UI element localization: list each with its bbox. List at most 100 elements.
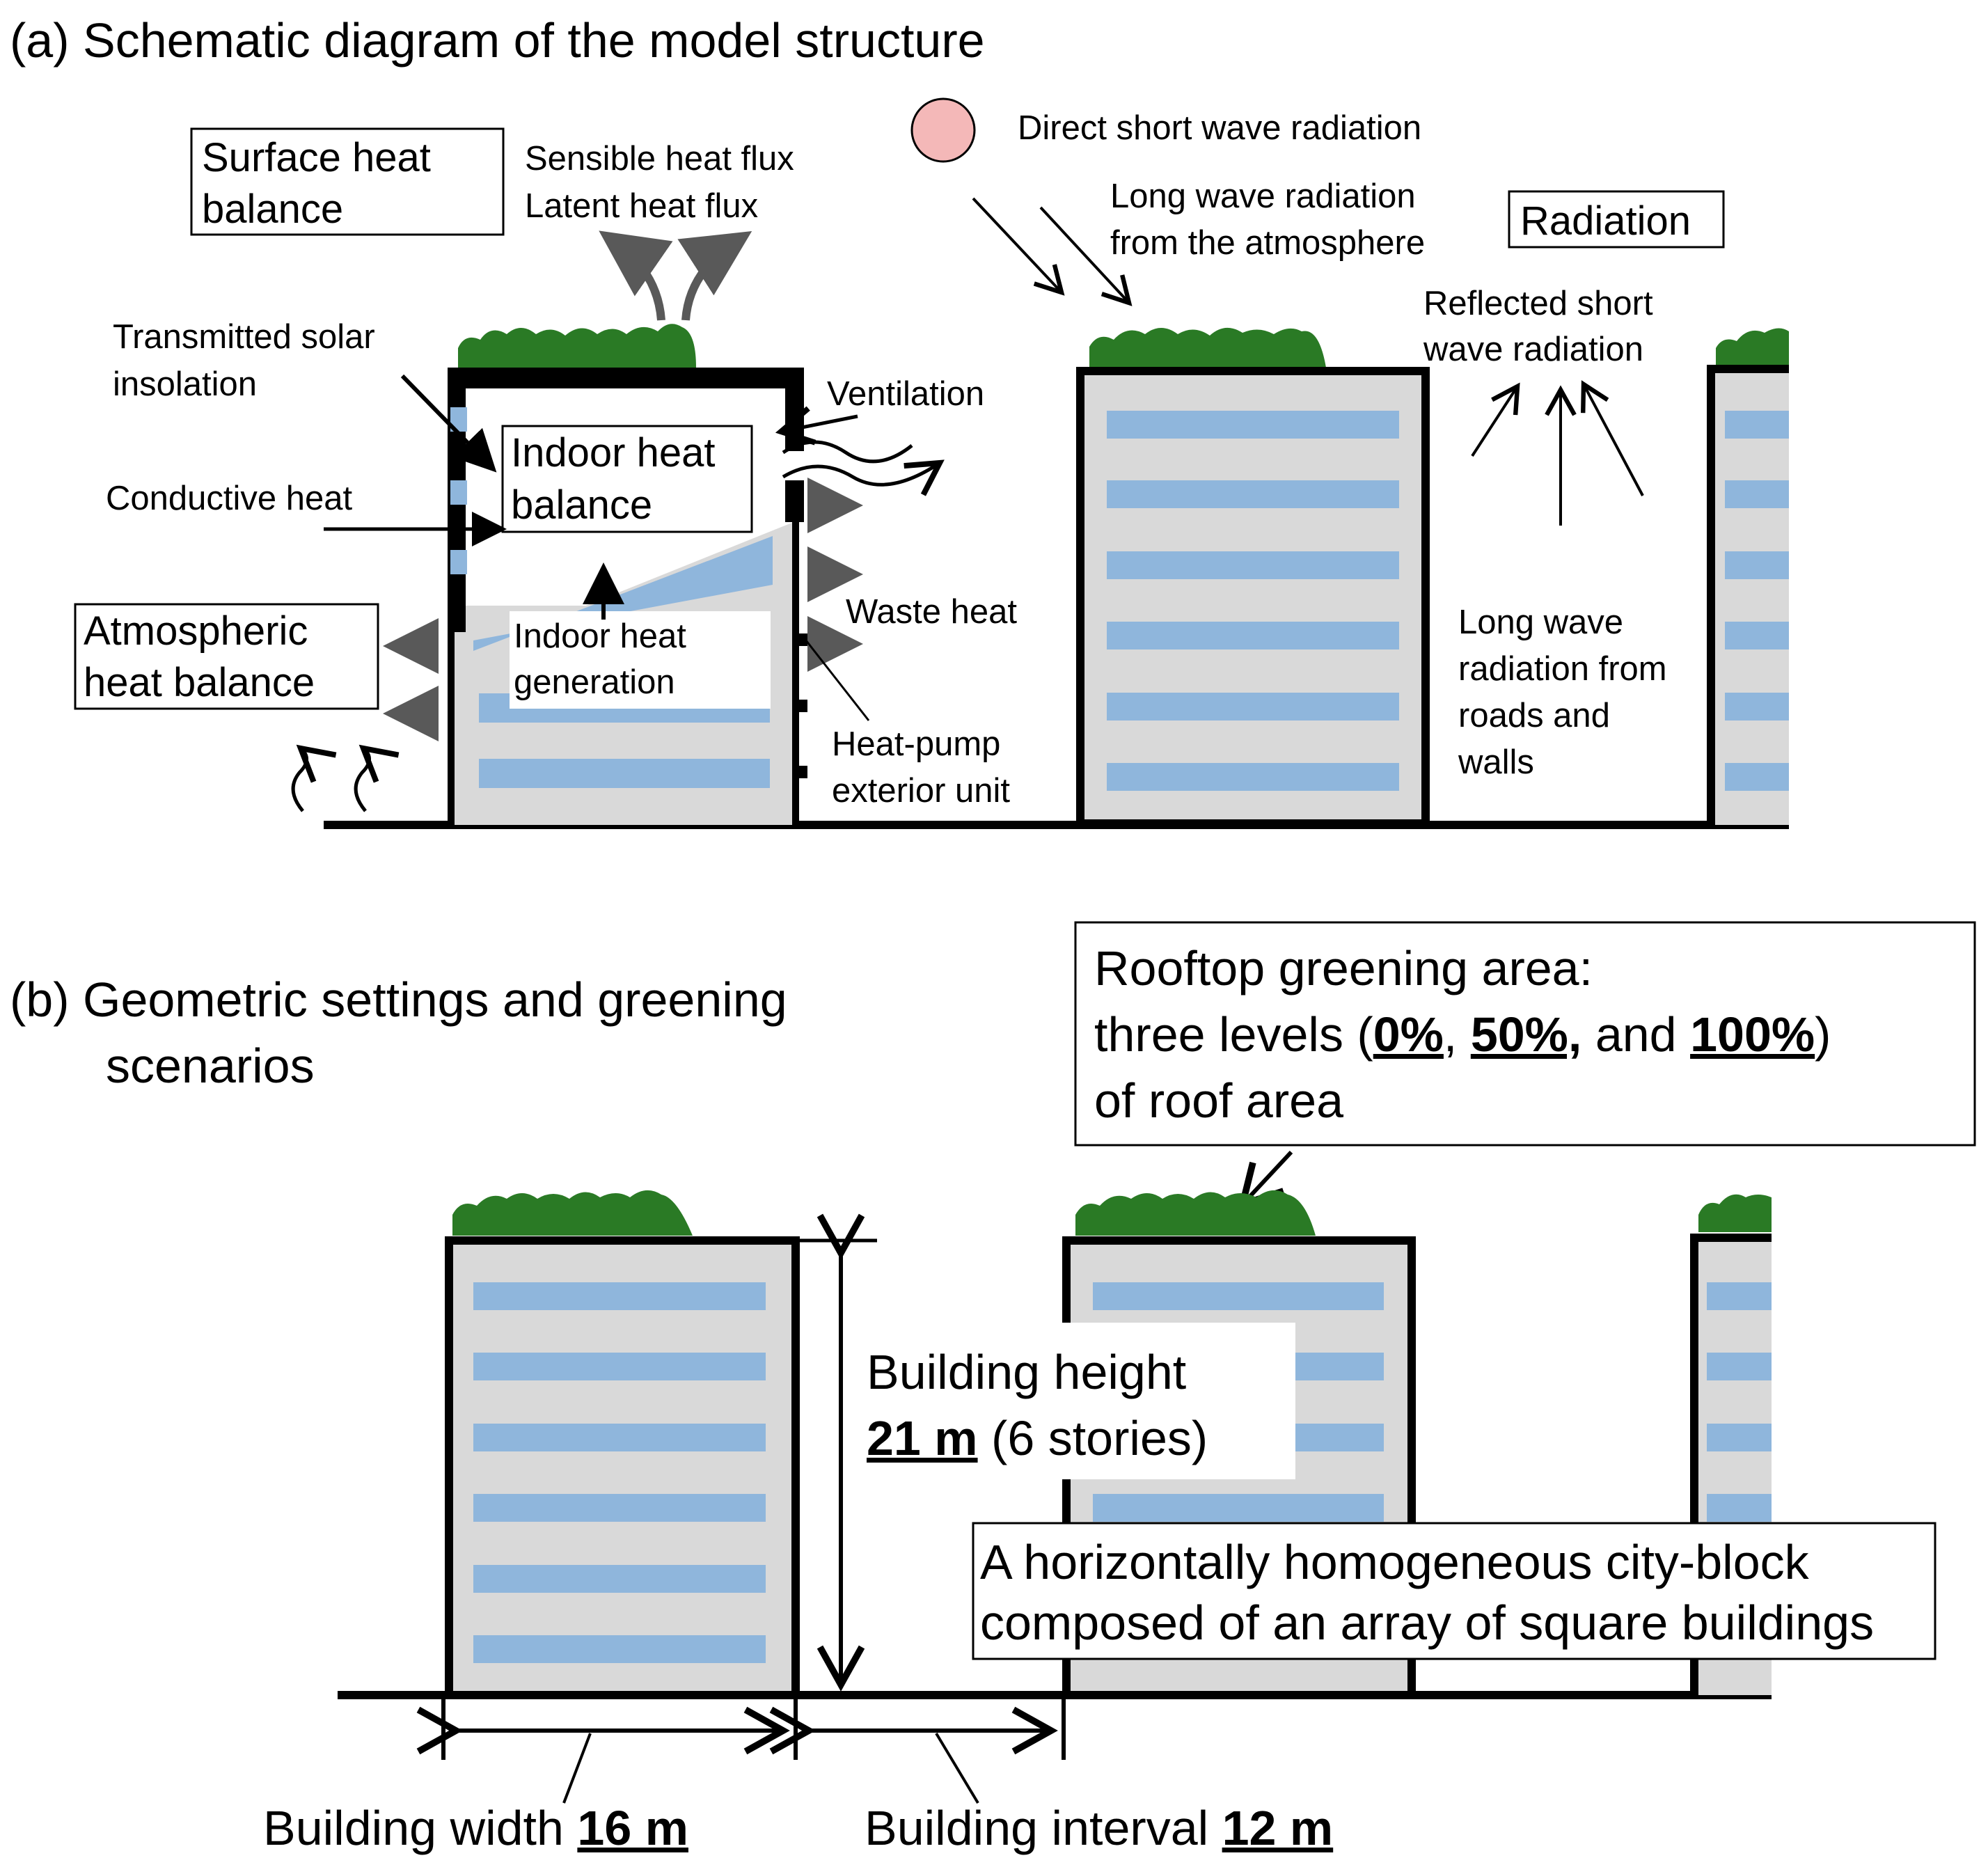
roof-slab: [448, 368, 804, 388]
window-band: [473, 1565, 766, 1593]
window-band: [473, 1635, 766, 1663]
heat-pump-label-line2: exterior unit: [832, 772, 1010, 810]
rooftop-greenery: [1075, 1190, 1316, 1236]
atmospheric-heat-balance-line2: heat balance: [84, 660, 315, 705]
right-wall-upper: [785, 368, 804, 451]
transmitted-solar-arrow: [400, 374, 497, 473]
building-2: [1076, 327, 1430, 828]
interval-leader: [935, 1732, 979, 1804]
height-label-bg: [858, 1323, 1295, 1479]
indoor-heat-balance-line2: balance: [511, 482, 652, 528]
window-band: [473, 1282, 766, 1310]
right-wall-mid: [785, 480, 804, 522]
city-block-line1: A horizontally homogeneous city-block: [980, 1535, 1810, 1589]
ventilation-out-arrow: [782, 459, 945, 496]
window-band: [1107, 480, 1399, 508]
rooftop-greenery: [1089, 327, 1326, 368]
heat-pump-unit: [799, 633, 807, 646]
building-b1-body: [445, 1236, 800, 1699]
long-wave-atm-label-line2: from the atmosphere: [1110, 224, 1425, 262]
city-block-box: [972, 1522, 1936, 1660]
long-wave-atm-arrow: [1039, 206, 1133, 306]
heat-pump-label-line1: Heat-pump: [832, 725, 1000, 763]
panel-b: (b) Geometric settings and greening scen…: [10, 921, 1976, 1855]
long-wave-roads-label-line4: walls: [1458, 743, 1534, 781]
left-wall-lower: [448, 632, 455, 825]
panel-b-title-line2: scenarios: [106, 1039, 315, 1093]
building-3: [1707, 328, 1789, 825]
window-band: [1707, 1494, 1772, 1522]
reflected-short-wave-label-line1: Reflected short: [1423, 285, 1653, 322]
window-band: [1725, 480, 1789, 508]
ventilation-label: Ventilation: [827, 375, 984, 413]
wall-window: [450, 550, 467, 574]
rooftop-greenery: [458, 324, 696, 368]
building-width-value: 16 m: [577, 1801, 688, 1855]
ventilation-in-arrow: [775, 406, 858, 446]
atmospheric-heat-balance-box: [74, 603, 379, 710]
reflected-arrow-left: [1471, 382, 1520, 457]
direct-short-wave-label: Direct short wave radiation: [1018, 109, 1421, 147]
window-band: [1725, 411, 1789, 439]
building-interval-label: Building interval 12 m: [865, 1801, 1333, 1855]
indoor-generation-label-line2: generation: [514, 663, 675, 701]
rooftop-greenery: [1716, 328, 1789, 368]
surface-heat-balance-box: [190, 127, 505, 236]
surface-heat-balance-line1: Surface heat: [202, 135, 431, 180]
rooftop-greening-line1: Rooftop greening area:: [1094, 941, 1593, 995]
building-2-body: [1076, 367, 1430, 828]
surface-heat-balance-line2: balance: [202, 187, 343, 232]
sun-icon: [910, 97, 976, 163]
panel-a: (a) Schematic diagram of the model struc…: [10, 13, 1789, 829]
window-band: [1107, 551, 1399, 579]
window-band: [1107, 693, 1399, 721]
window-band: [479, 759, 770, 788]
wall-window: [450, 480, 467, 505]
window-band: [1725, 551, 1789, 579]
direct-short-wave-arrow: [972, 197, 1065, 296]
greening-level-50: 50%,: [1471, 1007, 1582, 1062]
radiation-box: [1508, 190, 1725, 249]
window-band: [1725, 693, 1789, 721]
window-band: [473, 1424, 766, 1451]
building-b1: [445, 1190, 800, 1699]
window-band: [1107, 622, 1399, 649]
sensible-heat-flux-label: Sensible heat flux: [525, 140, 794, 178]
height-label-line2: 21 m (6 stories): [867, 1411, 1208, 1465]
rooftop-greening-line2: three levels (0%, 50%, and 100%): [1094, 1007, 1831, 1062]
long-wave-atm-label-line1: Long wave radiation: [1110, 178, 1416, 215]
greening-level-100: 100%: [1690, 1007, 1815, 1062]
panel-a-title: (a) Schematic diagram of the model struc…: [10, 13, 985, 68]
latent-heat-flux-label: Latent heat flux: [525, 187, 758, 225]
long-wave-roads-label-line3: roads and: [1458, 697, 1610, 734]
window-band: [1725, 622, 1789, 649]
greening-level-0: 0%: [1373, 1007, 1444, 1062]
indoor-generation-label-bg: [510, 611, 771, 709]
window-band: [1707, 1282, 1772, 1310]
long-wave-roads-label-line2: radiation from: [1458, 650, 1667, 688]
window-band: [1093, 1494, 1384, 1522]
city-block-line2: composed of an array of square buildings: [980, 1596, 1874, 1650]
rooftop-greening-box: [1074, 921, 1976, 1147]
heat-pump-unit: [799, 700, 807, 712]
ventilation-wave-1: [782, 440, 913, 464]
window-band: [1725, 763, 1789, 791]
indoor-generation-label-line1: Indoor heat: [514, 617, 686, 655]
sensible-flux-arrow: [599, 230, 673, 321]
window-band: [473, 1353, 766, 1380]
indoor-heat-balance-line1: Indoor heat: [511, 430, 715, 475]
radiation-label: Radiation: [1520, 198, 1691, 244]
indoor-heat-balance-box: [501, 425, 753, 533]
heat-pump-unit: [799, 766, 807, 778]
long-wave-roads-label-line1: Long wave: [1458, 604, 1623, 641]
window-band: [1707, 1353, 1772, 1380]
building-cutaway: [448, 324, 807, 825]
window-band: [1093, 1282, 1384, 1310]
atmospheric-heat-balance-line1: Atmospheric: [84, 608, 308, 654]
transmitted-solar-label-line1: Transmitted solar: [113, 318, 375, 356]
rooftop-greenery: [452, 1190, 693, 1236]
ground-heat-wiggle: [354, 744, 400, 812]
building-width-label: Building width 16 m: [263, 1801, 688, 1855]
latent-flux-arrow: [677, 231, 752, 321]
window-band: [1107, 763, 1399, 791]
